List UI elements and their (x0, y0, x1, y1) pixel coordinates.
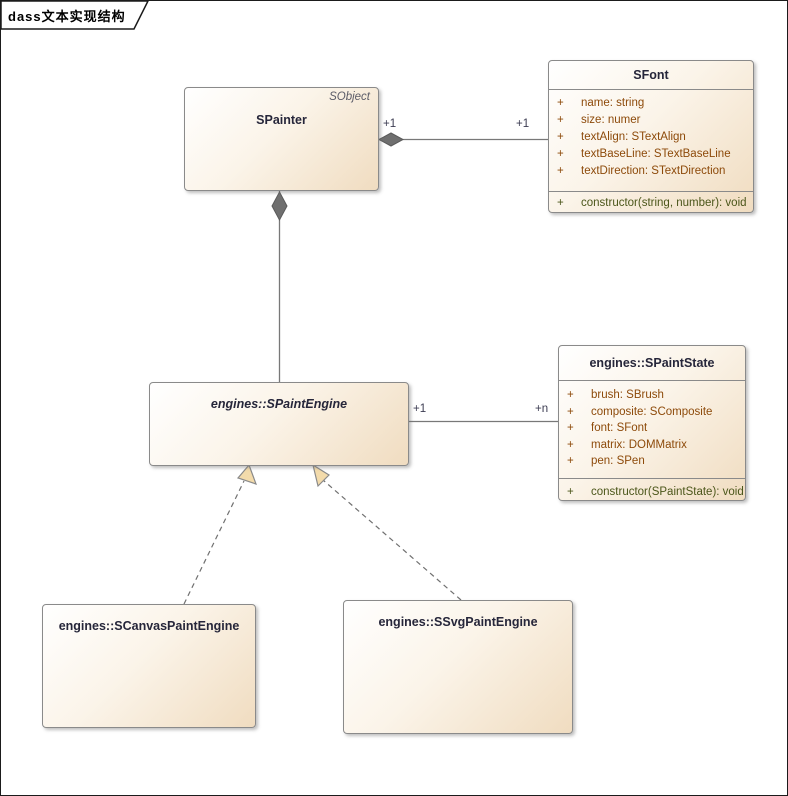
attribute-row: + name: string (549, 95, 753, 112)
realization-line-svg[interactable] (322, 479, 462, 601)
frame-tab-title: dass文本实现结构 (8, 9, 126, 24)
visibility-marker: + (567, 422, 574, 434)
attribute-row: + composite: SComposite (559, 404, 745, 421)
class-spaintengine[interactable]: engines::SPaintEngine (149, 382, 409, 466)
attribute-row: + textBaseLine: STextBaseLine (549, 146, 753, 163)
visibility-marker: + (557, 165, 564, 177)
attribute-row: + font: SFont (559, 420, 745, 437)
attribute-row: + size: numer (549, 112, 753, 129)
attribute-text: matrix: DOMMatrix (591, 438, 687, 451)
operations-compartment: + constructor(SPaintState): void (559, 478, 745, 504)
class-spaintstate[interactable]: engines::SPaintState + brush: SBrush + c… (558, 345, 746, 501)
visibility-marker: + (567, 455, 574, 467)
attributes-compartment: + name: string + size: numer + textAlign… (549, 89, 753, 191)
composition-diamond-painter-engine (271, 190, 288, 222)
class-scanvaspaintengine[interactable]: engines::SCanvasPaintEngine (42, 604, 256, 728)
visibility-marker: + (567, 486, 574, 498)
attribute-row: + brush: SBrush (559, 387, 745, 404)
attribute-text: brush: SBrush (591, 389, 664, 401)
multiplicity-engine-state-source: +1 (413, 403, 427, 415)
visibility-marker: + (557, 114, 564, 126)
attribute-text: pen: SPen (591, 455, 645, 467)
visibility-marker: + (557, 148, 564, 160)
class-ssvgpaintengine[interactable]: engines::SSvgPaintEngine (343, 600, 573, 734)
operation-text: constructor(string, number): void (581, 197, 747, 209)
operation-row: + constructor(SPaintState): void (559, 484, 745, 501)
operation-text: constructor(SPaintState): void (591, 486, 744, 498)
generalization-arrow-canvas (236, 463, 257, 485)
class-name: SPainter (256, 113, 307, 127)
class-name: engines::SPaintState (589, 356, 715, 370)
class-name: engines::SSvgPaintEngine (378, 615, 538, 629)
visibility-marker: + (557, 97, 564, 109)
class-name: SFont (633, 68, 669, 82)
attribute-text: textAlign: STextAlign (581, 131, 686, 143)
visibility-marker: + (567, 405, 574, 418)
stereotype-label: SObject (329, 91, 370, 103)
attribute-row: + matrix: DOMMatrix (559, 437, 745, 454)
attribute-row: + pen: SPen (559, 453, 745, 470)
attribute-text: textBaseLine: STextBaseLine (581, 148, 731, 160)
class-name: engines::SCanvasPaintEngine (58, 619, 240, 633)
attribute-text: textDirection: STextDirection (581, 165, 726, 177)
attribute-text: font: SFont (591, 422, 648, 434)
attribute-row: + textDirection: STextDirection (549, 163, 753, 180)
realization-line-canvas[interactable] (183, 480, 245, 605)
multiplicity-engine-state-target: +n (535, 403, 549, 415)
visibility-marker: + (567, 389, 574, 401)
class-name: engines::SPaintEngine (210, 397, 348, 411)
visibility-marker: + (567, 438, 574, 451)
visibility-marker: + (557, 131, 564, 143)
attributes-compartment: + brush: SBrush + composite: SComposite … (559, 380, 745, 478)
attribute-row: + textAlign: STextAlign (549, 129, 753, 146)
composition-diamond-painter-font (377, 132, 405, 147)
multiplicity-painter-font-source: +1 (383, 118, 397, 130)
attribute-text: name: string (581, 97, 645, 109)
operations-compartment: + constructor(string, number): void (549, 191, 753, 215)
attribute-text: size: numer (581, 114, 641, 126)
operation-row: + constructor(string, number): void (549, 195, 753, 212)
multiplicity-painter-font-target: +1 (516, 118, 530, 130)
frame-tab-shape (1, 1, 149, 30)
attribute-text: composite: SComposite (591, 405, 713, 418)
class-sfont[interactable]: SFont + name: string + size: numer + tex… (548, 60, 754, 213)
visibility-marker: + (557, 197, 564, 209)
generalization-arrow-svg (312, 463, 330, 488)
class-spainter[interactable]: SObject SPainter (184, 87, 379, 191)
